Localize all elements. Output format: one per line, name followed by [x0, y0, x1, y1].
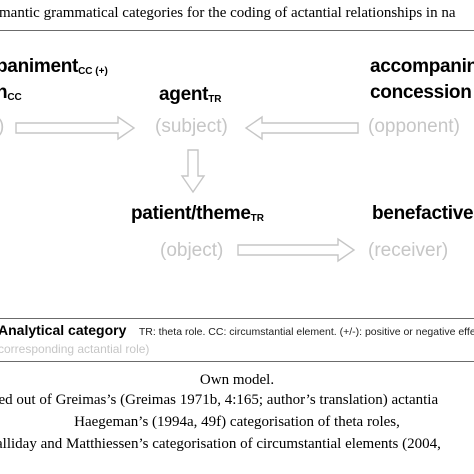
role-patient-gloss: (object) [160, 240, 224, 261]
arrow-agent-to-patient [180, 149, 206, 194]
role-opponent-line1: accompanin [370, 56, 474, 77]
arrow-opponent-to-agent [244, 115, 359, 141]
legend-heading: Analytical category [0, 322, 127, 338]
role-patient: patient/themeTR [131, 203, 264, 225]
legend-row: Analytical category TR: theta role. CC: … [0, 322, 474, 340]
role-accompaniment-gloss: ) [0, 116, 4, 138]
role-accompaniment-line2: nCC [0, 82, 22, 104]
role-agent-label: agent [159, 84, 209, 105]
figure-title: mantic grammatical categories for the co… [0, 5, 456, 21]
role-patient-label: patient/theme [131, 203, 251, 224]
role-opponent-line2: concession [370, 82, 472, 103]
role-accompaniment: panimentCC (+) [0, 56, 108, 78]
role-agent-gloss: (subject) [155, 116, 228, 137]
role-agent: agentTR [159, 84, 222, 106]
role-accompaniment-sub: CC (+) [78, 66, 108, 77]
role-accompaniment-line2-label: n [0, 82, 8, 103]
role-accompaniment-label: paniment [0, 56, 79, 77]
role-benefactive-gloss: (receiver) [368, 240, 449, 261]
legend-note: TR: theta role. CC: circumstantial eleme… [138, 326, 474, 338]
role-accompaniment-line2-sub: CC [7, 92, 22, 103]
caption-line3: Haegeman’s (1994a, 49f) categorisation o… [74, 414, 400, 430]
role-patient-sub: TR [250, 213, 264, 224]
arrow-accompaniment-to-agent [15, 115, 136, 141]
arrow-patient-to-benefactive [237, 237, 356, 263]
legend-box [0, 318, 474, 362]
role-opponent-gloss: (opponent) [368, 116, 460, 137]
role-benefactive: benefactive [372, 203, 474, 224]
caption-line1: Own model. [199, 372, 275, 388]
legend-sub: corresponding actantial role) [0, 342, 150, 356]
role-agent-sub: TR [208, 94, 222, 105]
caption-line4: alliday and Matthiessen’s categorisation… [0, 436, 441, 452]
caption-line2: ped out of Greimas’s (Greimas 1971b, 4:1… [0, 392, 439, 408]
diagram-frame [0, 30, 474, 362]
